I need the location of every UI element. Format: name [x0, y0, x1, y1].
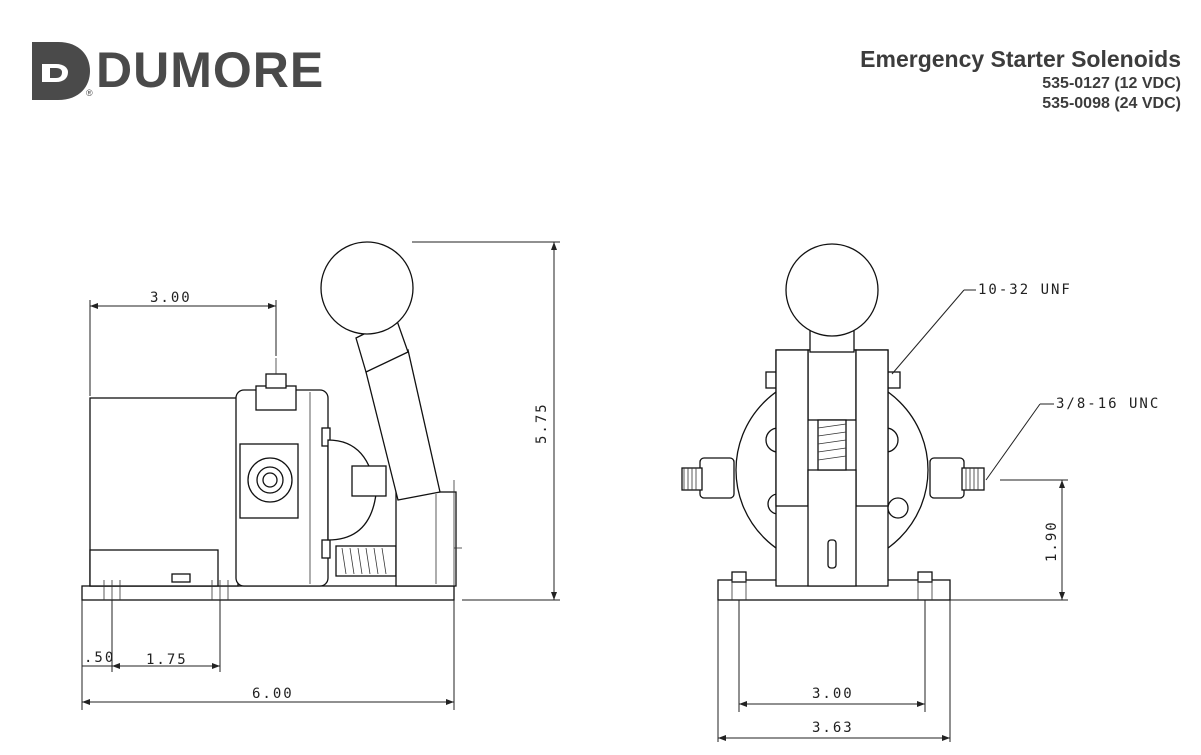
- page-title: Emergency Starter Solenoids: [860, 46, 1181, 72]
- right-terminal-nut: [929, 457, 965, 499]
- dim-hole-spacing-label: 3.00: [812, 686, 854, 702]
- foot-bolt: [171, 573, 191, 583]
- lever-knob: [320, 241, 414, 335]
- part-number-12v: 535-0127 (12 VDC): [1042, 75, 1181, 92]
- dim-height-label: 5.75: [534, 402, 550, 444]
- dim-width-label: 3.63: [812, 720, 854, 736]
- dumore-logo: ® DUMORE: [32, 38, 352, 108]
- registered-mark: ®: [86, 88, 93, 98]
- top-terminal-block: [255, 385, 297, 411]
- front-knob: [785, 243, 879, 337]
- base-plate: [81, 585, 455, 601]
- motor-foot: [89, 549, 219, 587]
- left-terminal-nut: [699, 457, 735, 499]
- dumore-d-mark-icon: [32, 42, 90, 100]
- front-view: 10-32 UNF 3/8-16 UNC 1.90 3.00 3.63: [681, 243, 1160, 742]
- page-header: Emergency Starter Solenoids 535-0127 (12…: [860, 44, 1181, 114]
- right-terminal-stud: [961, 467, 985, 491]
- callout-thread-small: 10-32 UNF: [978, 282, 1072, 298]
- callout-thread-large: 3/8-16 UNC: [1056, 396, 1160, 412]
- top-terminal-nut: [265, 373, 287, 389]
- lever-bracket: [395, 491, 457, 587]
- dim-top-label: 3.00: [150, 290, 192, 306]
- dim-length-label: 6.00: [252, 686, 294, 702]
- dim-offset-label: .50: [84, 650, 115, 666]
- dim-terminal-height-label: 1.90: [1044, 520, 1060, 562]
- front-spring: [817, 419, 847, 471]
- side-view: 3.00 5.75 .50 1.75 6.00: [81, 241, 560, 710]
- brand-name: DUMORE: [96, 42, 325, 98]
- plunger-cap: [351, 465, 387, 497]
- part-number-24v: 535-0098 (24 VDC): [1042, 95, 1181, 112]
- dim-hole-label: 1.75: [146, 652, 188, 668]
